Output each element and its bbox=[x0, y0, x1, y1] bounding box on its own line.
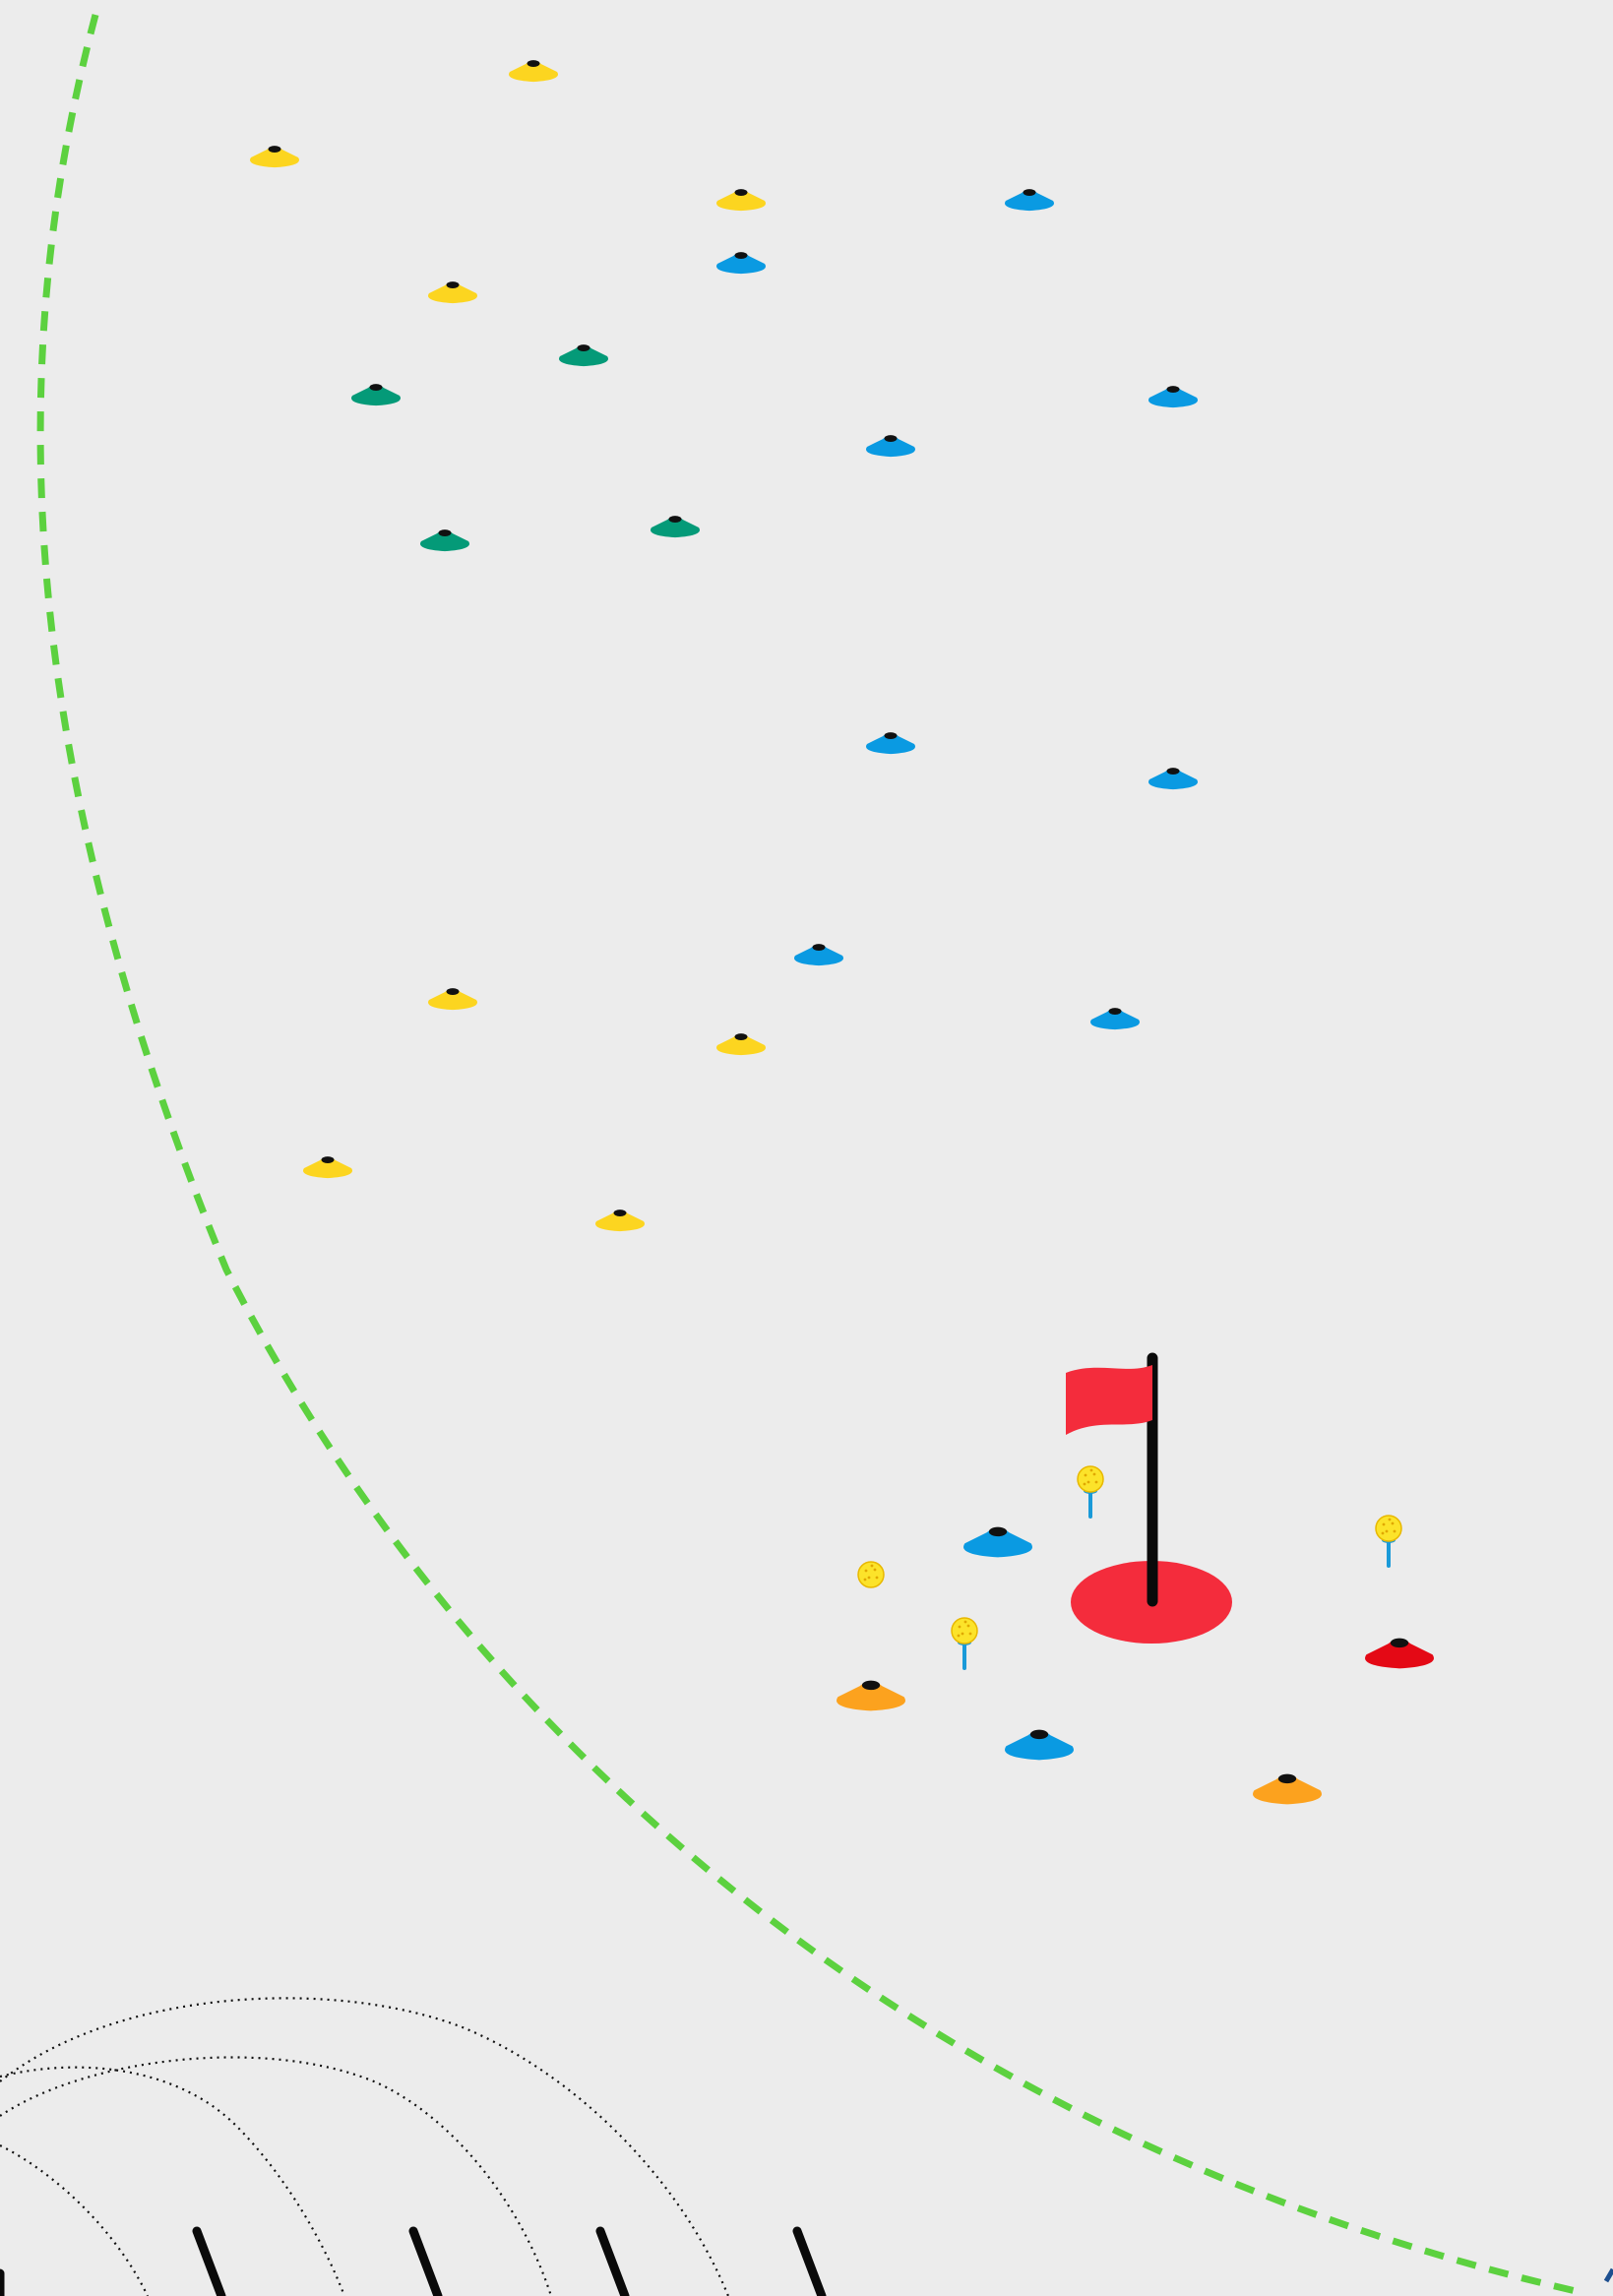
golf-ball-icon bbox=[858, 1562, 884, 1587]
